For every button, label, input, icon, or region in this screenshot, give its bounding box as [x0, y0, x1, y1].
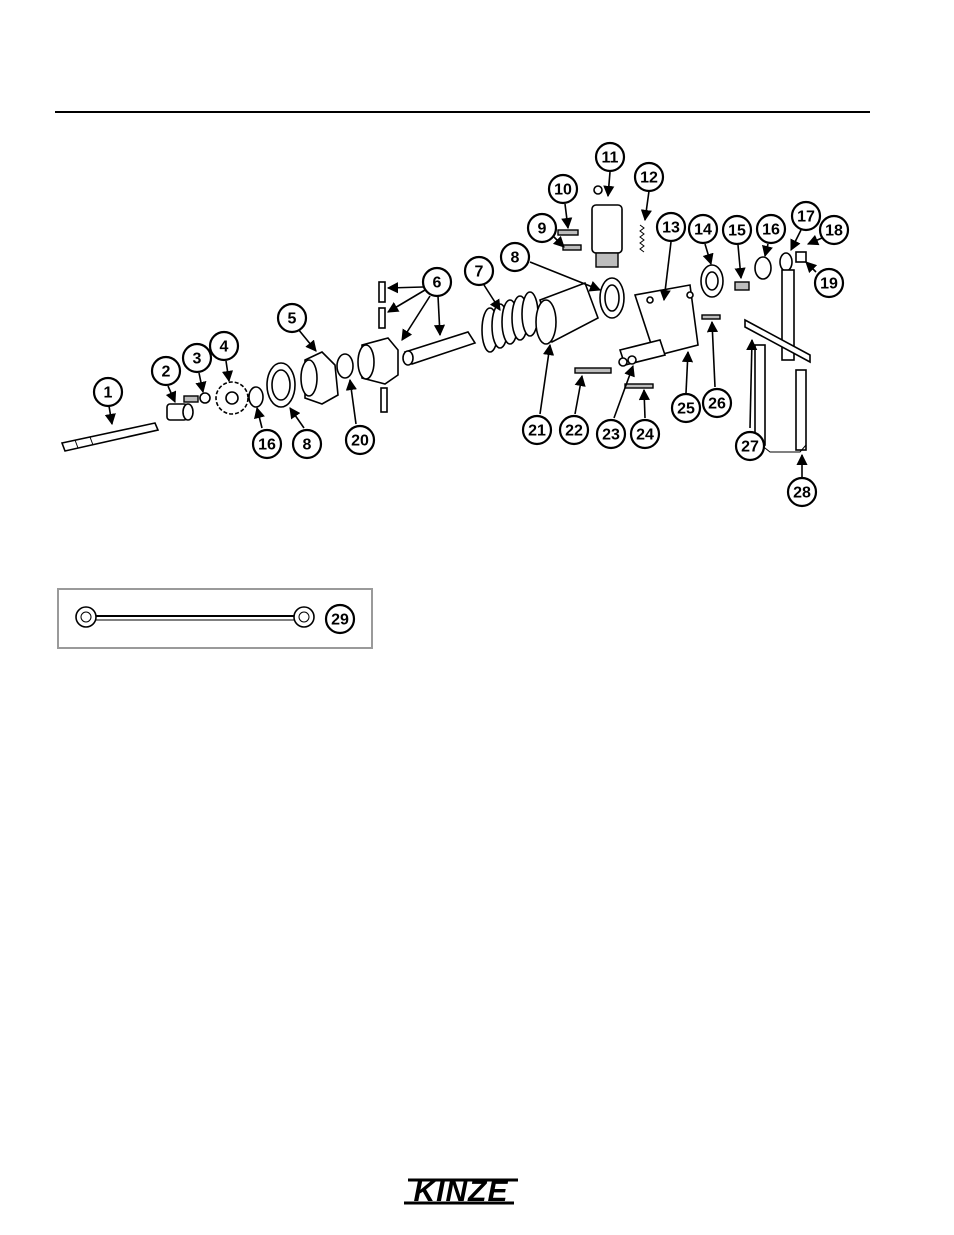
callout-9: 9 [528, 214, 556, 242]
inset-box: 29 [58, 589, 372, 648]
part-12-spring [640, 225, 644, 252]
callout-25: 25 [672, 394, 700, 422]
callout-19: 19 [815, 269, 843, 297]
part-11-solenoid [592, 186, 622, 267]
callout-24-label: 24 [636, 427, 654, 444]
callout-8b-label: 8 [303, 437, 312, 454]
part-17-19-clip [780, 252, 806, 271]
part-7-spring [482, 292, 538, 352]
callout-27: 27 [736, 432, 764, 460]
part-20-washer [337, 354, 353, 378]
callout-15: 15 [723, 216, 751, 244]
part-22-bolt [575, 368, 611, 373]
part-16a-washer [249, 387, 263, 407]
callout-18-label: 18 [825, 223, 843, 240]
part-1-shaft [62, 423, 158, 451]
callout-5-label: 5 [288, 311, 297, 328]
callout-23: 23 [597, 420, 625, 448]
part-14-cup [701, 265, 723, 297]
callout-22-label: 22 [565, 423, 583, 440]
callout-3: 3 [183, 344, 211, 372]
callout-26: 26 [703, 389, 731, 417]
callout-6: 6 [423, 268, 451, 296]
callout-3-label: 3 [193, 351, 202, 368]
part-8a-bearing [267, 363, 295, 407]
callout-1-label: 1 [104, 385, 113, 402]
callout-21: 21 [523, 416, 551, 444]
callout-19-label: 19 [820, 276, 838, 293]
kinze-logo: KINZE [404, 1175, 518, 1208]
part-3-setscrew [184, 393, 210, 403]
callout-7: 7 [465, 257, 493, 285]
callout-16a-label: 16 [258, 437, 276, 454]
callout-20: 20 [346, 426, 374, 454]
callout-26-label: 26 [708, 396, 726, 413]
callout-14: 14 [689, 215, 717, 243]
callout-6-label: 6 [433, 275, 442, 292]
part-9-10-bolts [558, 230, 581, 250]
callout-17-label: 17 [797, 209, 815, 226]
part-2-bushing [167, 404, 193, 420]
callout-12: 12 [635, 163, 663, 191]
part-15-nut [735, 282, 749, 290]
callout-16b: 16 [757, 215, 785, 243]
callout-20-label: 20 [351, 433, 369, 450]
part-4-sprocket [216, 382, 248, 414]
callout-18: 18 [820, 216, 848, 244]
part-27-28-mount [745, 270, 810, 452]
callout-23-label: 23 [602, 427, 620, 444]
callout-29: 29 [326, 605, 354, 633]
callout-27-label: 27 [741, 439, 759, 456]
callout-8a-label: 8 [511, 250, 520, 267]
callout-7-label: 7 [475, 264, 484, 281]
callout-14-label: 14 [694, 222, 712, 239]
callout-10-label: 10 [554, 182, 572, 199]
callout-29-label: 29 [331, 612, 349, 629]
callout-4: 4 [210, 332, 238, 360]
callout-4-label: 4 [220, 339, 229, 356]
part-5-housing [301, 352, 338, 404]
part-6-hub-and-pins [358, 282, 475, 412]
callout-24: 24 [631, 420, 659, 448]
part-21-clutch-cup [536, 283, 598, 344]
callout-28-label: 28 [793, 485, 811, 502]
callout-2: 2 [152, 357, 180, 385]
callout-12-label: 12 [640, 170, 658, 187]
callout-22: 22 [560, 416, 588, 444]
callout-9-label: 9 [538, 221, 547, 238]
callout-28: 28 [788, 478, 816, 506]
callout-8a: 8 [501, 243, 529, 271]
callout-11-label: 11 [602, 150, 619, 167]
callout-16b-label: 16 [762, 222, 780, 239]
callout-21-label: 21 [528, 423, 546, 440]
callout-8b: 8 [293, 430, 321, 458]
part-16b-washer [755, 257, 771, 279]
part-23-24-latch [619, 340, 665, 388]
callout-1: 1 [94, 378, 122, 406]
part-8b-bearing [600, 278, 624, 318]
callout-10: 10 [549, 175, 577, 203]
callout-5: 5 [278, 304, 306, 332]
callout-16a: 16 [253, 430, 281, 458]
callout-17: 17 [792, 202, 820, 230]
callout-11: 11 [596, 143, 624, 171]
callout-25-label: 25 [677, 401, 695, 418]
callout-13: 13 [657, 213, 685, 241]
callout-2-label: 2 [162, 364, 171, 381]
callout-15-label: 15 [728, 223, 746, 240]
callout-13-label: 13 [662, 220, 680, 237]
part-26-pin [702, 315, 720, 319]
